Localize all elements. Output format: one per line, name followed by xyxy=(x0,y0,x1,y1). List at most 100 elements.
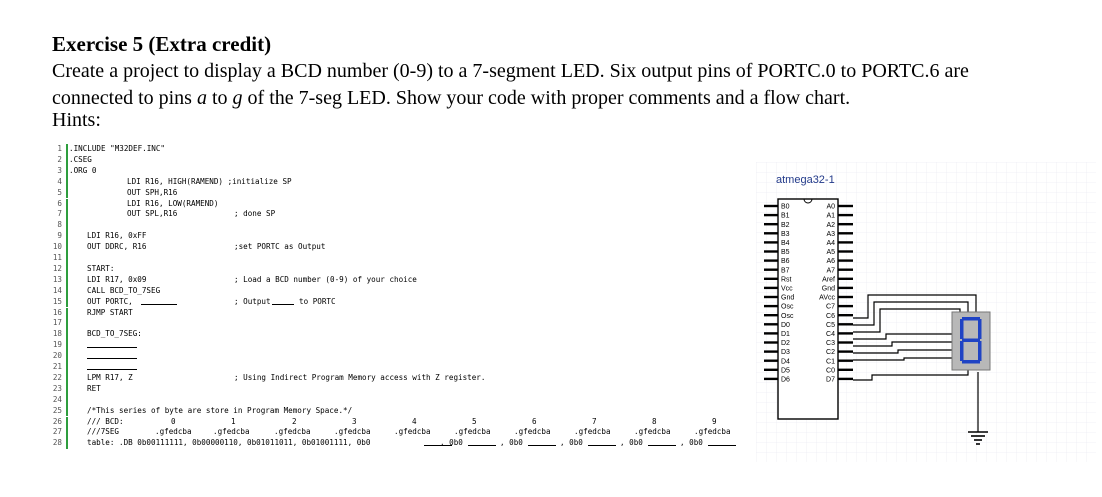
bcd-digit-2: 2 xyxy=(292,416,297,426)
pin-label: D0 xyxy=(781,322,790,329)
code-text: BCD_TO_7SEG: xyxy=(87,329,142,339)
code-line: 19 xyxy=(52,340,752,352)
wire-c4 xyxy=(853,308,961,333)
table-blank xyxy=(528,438,556,447)
code-text: LDI R17, 0x09 xyxy=(87,274,147,284)
answer-blank-1 xyxy=(87,340,137,349)
pin-label: B6 xyxy=(781,258,790,265)
line-number: 24 xyxy=(52,394,62,404)
answer-blank-3 xyxy=(87,362,137,370)
pin-label: Osc xyxy=(781,304,794,311)
line-marker xyxy=(66,351,68,362)
line-number: 13 xyxy=(52,274,62,284)
gfedcba-label: .gfedcba xyxy=(634,427,671,437)
pin-label: D3 xyxy=(781,349,790,356)
code-text: START: xyxy=(87,263,115,273)
segment-c xyxy=(978,341,982,361)
pin-label: C5 xyxy=(826,322,835,329)
line-number: 23 xyxy=(52,383,62,393)
code-text: RET xyxy=(87,383,101,393)
gfedcba-label: .gfedcba xyxy=(514,427,551,437)
bcd-digit-4: 4 xyxy=(412,416,417,426)
code-text: .INCLUDE "M32DEF.INC" xyxy=(69,144,166,153)
line-number: 28 xyxy=(52,438,62,448)
line-marker xyxy=(66,285,68,297)
comment-to-portc: to PORTC xyxy=(299,296,336,306)
simulator-schematic: atmega32-1 B0B1B2B3B4B5B6B7RstVccGndOscO… xyxy=(756,162,1096,462)
line-number: 4 xyxy=(57,176,62,186)
line-marker xyxy=(66,438,68,450)
wire-d7 xyxy=(853,370,969,381)
code-text: OUT SPH,R16 xyxy=(127,187,178,197)
line-marker xyxy=(66,383,68,395)
pin-label: A5 xyxy=(826,249,835,256)
line-number: 17 xyxy=(52,318,62,328)
code-line: 27 ///7SEG xyxy=(52,427,752,439)
pin-label: D6 xyxy=(781,377,790,384)
code-text: .CSEG xyxy=(69,154,92,164)
answer-blank-2 xyxy=(87,351,137,360)
line-marker xyxy=(66,405,68,417)
line-number: 27 xyxy=(52,427,62,437)
line-marker xyxy=(66,340,68,352)
code-text: table: .DB 0b00111111, 0b00000110, 0b010… xyxy=(87,438,371,448)
chip-name: atmega32-1 xyxy=(776,174,835,186)
answer-blank-port xyxy=(141,297,177,305)
line-marker xyxy=(66,165,68,177)
code-text: .ORG 0 xyxy=(69,165,97,175)
code-line: 25/*This series of byte are store in Pro… xyxy=(52,405,752,417)
line-marker xyxy=(66,263,68,275)
bcd-digit-5: 5 xyxy=(472,416,477,426)
pin-label: Aref xyxy=(822,276,835,283)
code-text: ///7SEG xyxy=(87,427,120,437)
code-line: 11 xyxy=(52,253,752,264)
pin-label: A3 xyxy=(826,231,835,238)
table-blank xyxy=(424,438,452,447)
code-text: OUT DDRC, R16 xyxy=(87,242,147,252)
bcd-digit-8: 8 xyxy=(652,416,657,426)
code-line: 1 .INCLUDE "M32DEF.INC" xyxy=(52,144,752,155)
line-marker xyxy=(66,144,68,155)
gfedcba-label: .gfedcba xyxy=(274,427,311,437)
code-text: LPM R17, Z xyxy=(87,372,133,382)
line-number: 8 xyxy=(57,220,62,230)
pin-label: A4 xyxy=(826,240,835,247)
pin-label: A1 xyxy=(826,213,835,220)
pin-label: B3 xyxy=(781,231,790,238)
wire-c1 xyxy=(853,349,952,354)
description-line-2-post: of the 7-seg LED. Show your code with pr… xyxy=(242,87,851,109)
chip-body[interactable] xyxy=(777,198,839,420)
line-marker xyxy=(66,187,68,199)
pin-label: A0 xyxy=(826,204,835,211)
wire-c6 xyxy=(853,294,977,319)
pin-label: A7 xyxy=(826,267,835,274)
pin-label: B0 xyxy=(781,204,790,211)
chip-pins: B0B1B2B3B4B5B6B7RstVccGndOscOscD0D1D2D3D… xyxy=(764,204,853,384)
table-entry: , 0b0 xyxy=(500,438,523,448)
line-number: 9 xyxy=(57,231,62,241)
gfedcba-label: .gfedcba xyxy=(454,427,491,437)
bcd-digit-7: 7 xyxy=(592,416,597,426)
line-number: 26 xyxy=(52,416,62,426)
line-marker xyxy=(66,394,68,406)
line-number: 1 xyxy=(57,144,62,153)
line-number: 20 xyxy=(52,351,62,361)
comment-portc-output: ;set PORTC as Output xyxy=(234,242,326,252)
line-number: 7 xyxy=(57,209,62,219)
pin-label: C0 xyxy=(826,367,835,374)
line-number: 25 xyxy=(52,405,62,415)
comment-load-bcd: ; Load a BCD number (0-9) of your choice xyxy=(234,274,417,284)
code-text: /// BCD: xyxy=(87,416,124,426)
line-marker xyxy=(66,198,68,210)
line-marker xyxy=(66,296,68,308)
wire-c3 xyxy=(853,333,952,340)
